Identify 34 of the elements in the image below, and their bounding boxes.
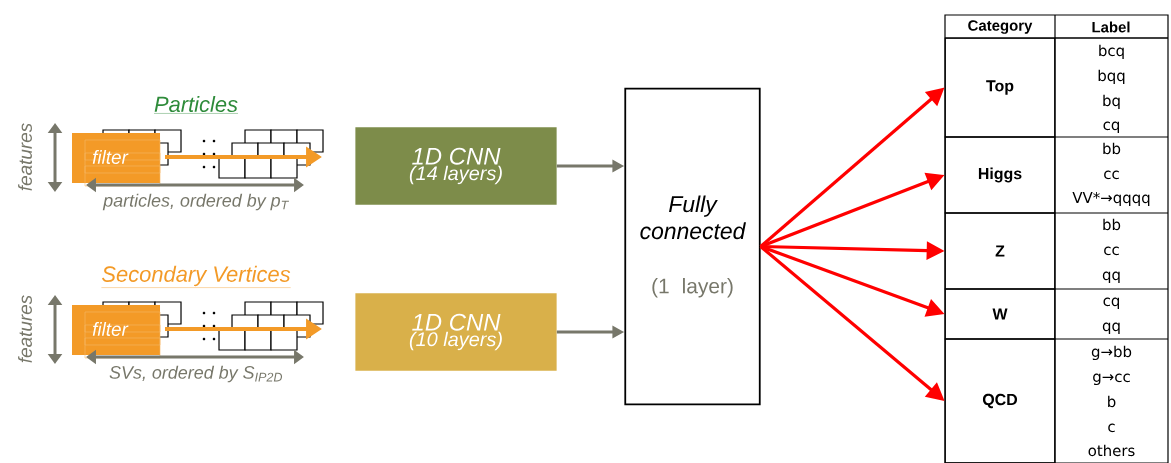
category-cell: W (944, 288, 1056, 340)
layer-box: Fully connected (1 layer) (624, 87, 761, 406)
table-cell: qq (1102, 271, 1120, 284)
table-cell: bb (1103, 142, 1121, 155)
table-cell: bq (1103, 94, 1120, 110)
category-cell: Z (944, 212, 1056, 290)
table-cell: cq (1103, 297, 1119, 310)
table-cell: cq (1103, 121, 1119, 134)
table-header: Label (1092, 21, 1130, 33)
axis-label: features (18, 295, 32, 363)
table-cell: c (1108, 423, 1115, 433)
table-cell: others (1088, 444, 1135, 457)
table-cell: bb (1103, 218, 1121, 231)
table-cell: cc (1104, 170, 1119, 180)
axis-label: SVs, ordered by S$_{IP2D}$ (109, 365, 283, 383)
table-cell: g→bb (1091, 345, 1132, 361)
input-heading: Secondary Vertices (101, 265, 291, 288)
table-cell: VV*→qqqq (1072, 191, 1150, 207)
cnn-box: 1D CNN (14 layers) (355, 127, 557, 205)
filter-label: filter (92, 322, 129, 336)
category-cell: Higgs (944, 136, 1056, 214)
table-cell: g→cc (1093, 373, 1130, 386)
table-cell: bcq (1099, 44, 1124, 60)
axis-label: features (18, 123, 32, 191)
axis-label: particles, ordered by p$_{T}$ (102, 193, 290, 211)
input-heading: Particles (153, 95, 239, 114)
table-cell: cc (1104, 246, 1119, 256)
category-cell: Top (944, 37, 1056, 138)
category-cell: QCD (944, 338, 1056, 463)
cnn-box: 1D CNN (10 layers) (355, 293, 557, 371)
table-cell: bqq (1098, 69, 1125, 85)
filter-label: filter (92, 150, 129, 164)
table-cell: b (1108, 395, 1116, 408)
table-cell: qq (1102, 322, 1120, 335)
